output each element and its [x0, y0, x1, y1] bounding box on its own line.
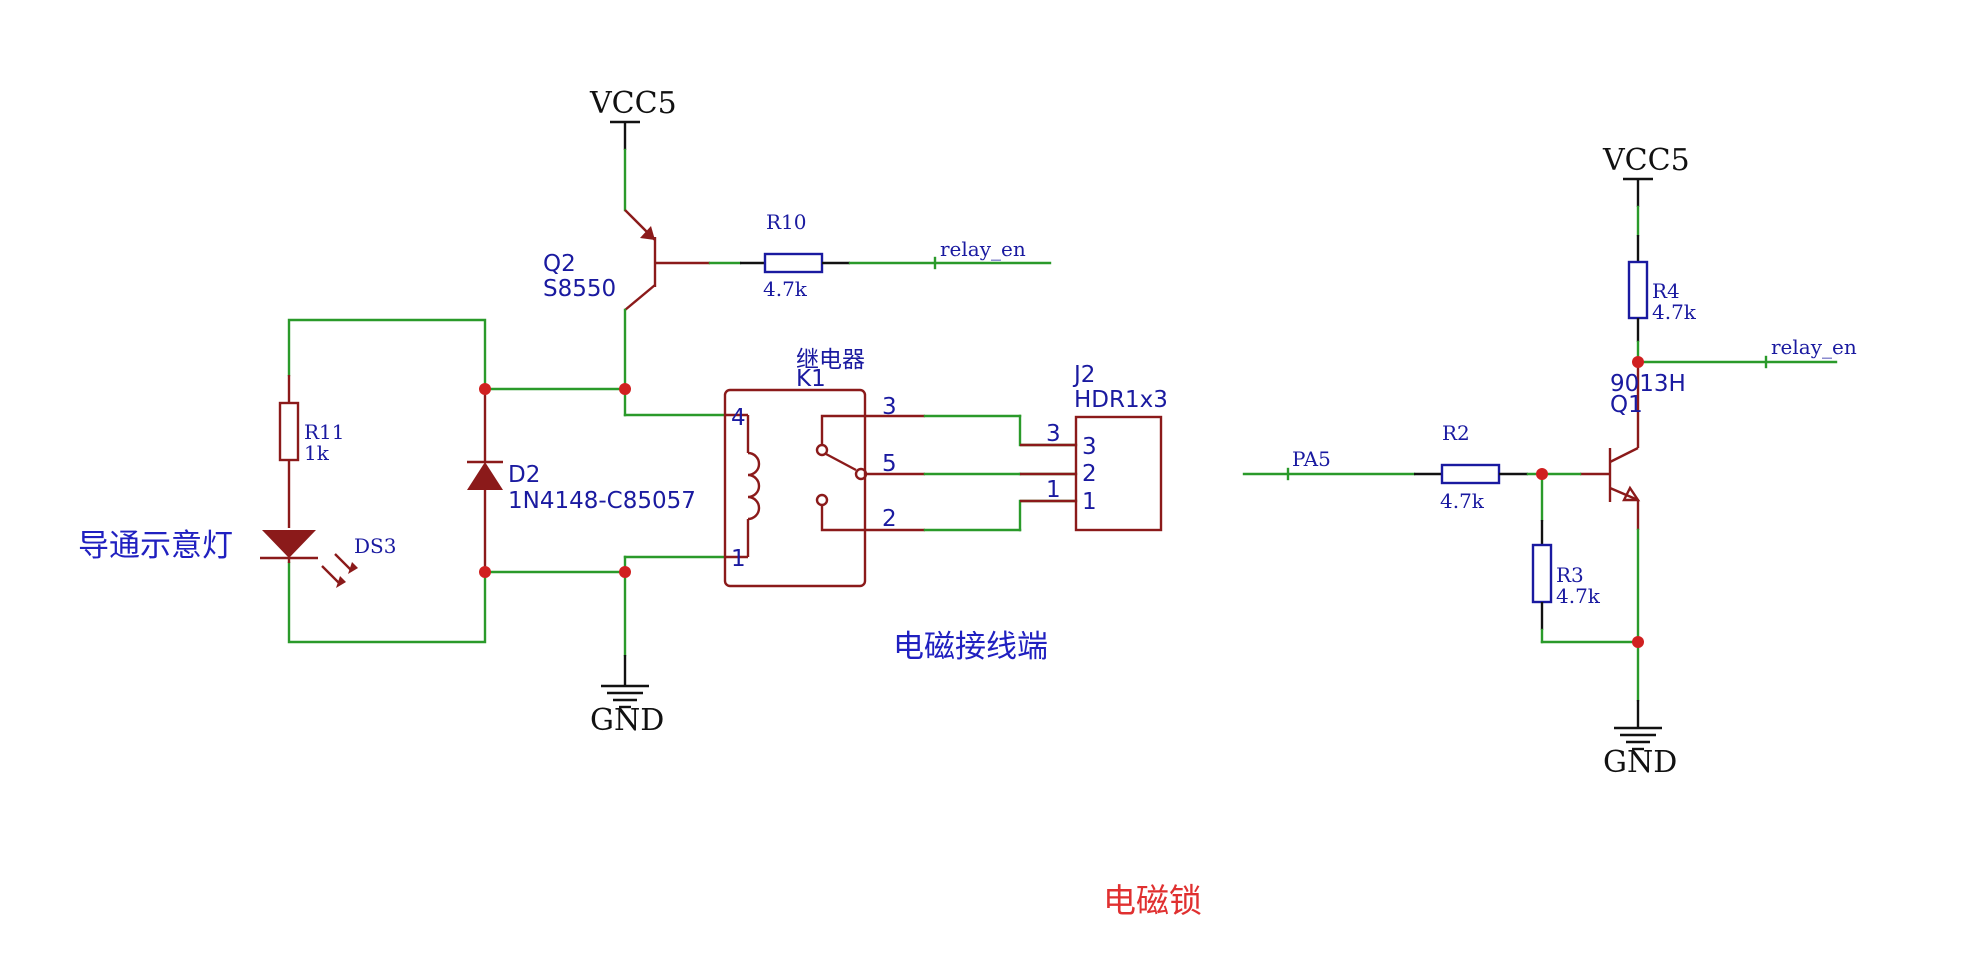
j2-pin-3-outside: 3	[1046, 421, 1061, 447]
junction-dot	[1632, 356, 1644, 368]
emitter-arrow-icon	[1622, 485, 1641, 502]
led-note: 导通示意灯	[78, 528, 233, 564]
gnd-label-left: GND	[590, 703, 664, 738]
q1-ref-label: Q1	[1610, 392, 1643, 418]
j2-pin-1-inside: 1	[1082, 489, 1097, 515]
j2-header: J2 HDR1x3 3 1 3 2 1	[1020, 362, 1168, 532]
relay-en-net-left: relay_en	[940, 237, 1026, 261]
d2-part-label: 1N4148-C85057	[508, 488, 696, 514]
q1-part-label: 9013H	[1610, 371, 1686, 397]
junction-dot	[479, 566, 491, 578]
q2-ref-label: Q2	[543, 251, 576, 277]
k1-name-label: 继电器	[796, 347, 865, 373]
gnd-symbol-left: GND	[590, 655, 664, 738]
r10-value-label: 4.7k	[763, 277, 808, 301]
r3-resistor: R3 4.7k	[1531, 472, 1601, 644]
j2-ref-label: J2	[1072, 362, 1095, 388]
r2-ref-label: R2	[1442, 421, 1470, 445]
vcc-label-left: VCC5	[589, 86, 677, 121]
j2-pin-3-inside: 3	[1082, 434, 1097, 460]
wire-k1-2-to-j2-1	[1018, 499, 1078, 532]
j2-pin-2-inside: 2	[1082, 461, 1097, 487]
r2-value-label: 4.7k	[1440, 489, 1485, 513]
r11-resistor: R11 1k	[278, 375, 345, 528]
coil-icon	[747, 451, 761, 521]
gnd-label-right: GND	[1603, 745, 1677, 780]
junction-dot	[619, 383, 631, 395]
r4-ref-label: R4	[1652, 279, 1680, 303]
k1-pin-4: 4	[731, 405, 746, 431]
led-branch-top-wire	[287, 318, 487, 391]
junction-dot	[1632, 636, 1644, 648]
k1-pin-2: 2	[882, 506, 897, 532]
emitter-arrow-icon	[640, 226, 655, 240]
junction-dot	[1536, 468, 1548, 480]
k1-relay: 继电器 K1 4 1 3 5 2	[723, 347, 1022, 588]
r11-value-label: 1k	[304, 441, 330, 465]
k1-pin-5: 5	[882, 451, 897, 477]
k1-pin-1: 1	[731, 546, 746, 572]
k1-ref-label: K1	[796, 366, 826, 392]
vcc-symbol-left: VCC5	[589, 86, 677, 150]
pa5-net-label: PA5	[1292, 447, 1331, 471]
junction-dot	[619, 566, 631, 578]
j2-pin-1-outside: 1	[1046, 477, 1061, 503]
r11-ref-label: R11	[304, 420, 345, 444]
r2-resistor: PA5 R2 4.7k	[1242, 421, 1582, 513]
d2-ref-label: D2	[508, 462, 540, 488]
j2-part-label: HDR1x3	[1074, 387, 1168, 413]
led-icon	[262, 530, 316, 558]
ds3-led: DS3	[260, 530, 396, 588]
vcc-symbol-right: VCC5	[1602, 143, 1690, 207]
gnd-symbol-right: GND	[1603, 700, 1677, 780]
r3-ref-label: R3	[1556, 563, 1584, 587]
vcc-label-right: VCC5	[1602, 143, 1690, 178]
junction-dot	[479, 383, 491, 395]
r10-ref-label: R10	[766, 210, 807, 234]
r4-resistor: R4 4.7k	[1627, 205, 1697, 364]
q1-transistor: 9013H Q1	[1580, 362, 1686, 530]
relay-en-net-right: relay_en	[1771, 335, 1857, 359]
k1-pin-3: 3	[882, 394, 897, 420]
q2-transistor: Q2 S8550	[543, 148, 710, 417]
led-branch-bottom-wire	[287, 561, 487, 644]
connector-note: 电磁接线端	[893, 629, 1048, 665]
r10-resistor: R10 4.7k relay_en	[708, 210, 1052, 301]
schematic-title: 电磁锁	[1103, 881, 1202, 920]
d2-diode: D2 1N4148-C85057	[467, 389, 696, 572]
q2-part-label: S8550	[543, 276, 616, 302]
diode-icon	[467, 462, 503, 490]
ds3-ref-label: DS3	[354, 534, 396, 558]
r3-value-label: 4.7k	[1556, 584, 1601, 608]
r4-value-label: 4.7k	[1652, 300, 1697, 324]
